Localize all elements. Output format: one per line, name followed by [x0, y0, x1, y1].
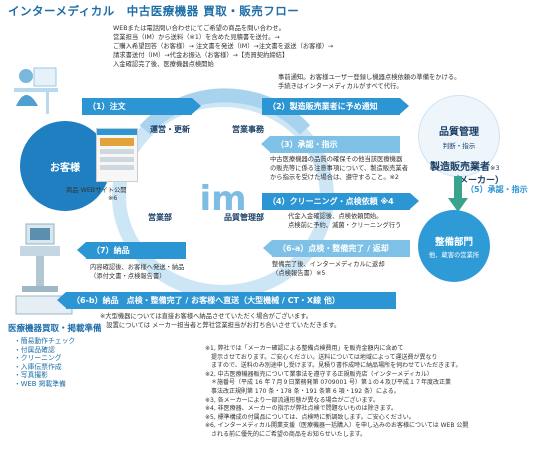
list-item: 入庫伝票作成 — [14, 363, 102, 372]
list-item: 簡易動作チェック — [14, 337, 102, 346]
ring-label-sales: 営業部 — [148, 213, 172, 222]
down-arrow-icon — [448, 176, 468, 212]
step-7-delivery: （7）納品 — [77, 242, 186, 259]
step-6a-return: （6-a）点検・整備完了 / 返却 — [263, 240, 410, 257]
step-4-cleaning-request: （4）クリーニング・点検依頼 ※4 — [262, 193, 419, 210]
purchase-prep-title: 医療機器買取・掲載準備 — [8, 324, 102, 334]
cleaning-note: 代金入金確認後、点検依頼開始。 点検前に予約、滅菌・クリーニング行う — [288, 213, 402, 229]
list-item: WEB 掲載準備 — [14, 380, 102, 389]
purchase-prep: 医療機器買取・掲載準備 簡易動作チェック 付属品確認 クリーニング 入庫伝票作成… — [8, 322, 102, 388]
step-1-order: （1）注文 — [82, 98, 201, 115]
footnotes: ※1, 弊社では「メーカー確認による整備点検費用」を販売金額内に含めて 提示させ… — [205, 345, 469, 438]
report-note: 整備完了後、インターメディカルに返却 （点検報告書）※5 — [272, 261, 385, 277]
delivery-note: 内容確認後、お客様へ発送・納品 （添付文書・点検報告書） — [90, 264, 185, 280]
doctor-illustration — [14, 67, 58, 114]
manufacturer-node: 製造販売業者※3 （メーカー） — [430, 162, 505, 186]
customer-node: お客様 — [20, 121, 110, 211]
step-6b-direct-delivery: （6-b）納品 点検・整備完了 / お客様へ直送（大型機械 / CT・X線 他） — [57, 292, 396, 309]
maintenance-dept-node: 整備部門 他、蔵害の営業所 — [418, 210, 490, 282]
step-2-notify-manufacturer: （2）製造販売業者に予め通知 — [262, 98, 409, 115]
ring-label-quality: 品質管理部 — [224, 213, 264, 222]
list-item: クリーニング — [14, 354, 102, 363]
step-3-approval: （3）承認・指示 — [261, 136, 400, 153]
page-title: インターメディカル 中古医療機器 買取・販売フロー — [8, 4, 300, 18]
website-thumbnail — [96, 128, 138, 182]
direct-delivery-note: ※大型機器については直接お客様へ納品させていただく場合がございます。 設置につい… — [100, 313, 341, 329]
list-item: 写真撮影 — [14, 371, 102, 380]
order-process-note: WEBまたは電話問い合わせにてご希望の商品を問い合わせ。 営業担当（IM）から送… — [113, 25, 334, 68]
ring-label-affairs: 営業事務 — [232, 125, 264, 134]
quality-management-node: 品質管理 判断・指示 — [418, 95, 500, 177]
ring-label-update: 運営・更新 — [150, 125, 190, 134]
website-publish-label: 商品 WEBサイト公開 — [66, 187, 127, 194]
purchase-prep-list: 簡易動作チェック 付属品確認 クリーニング 入庫伝票作成 写真撮影 WEB 掲載… — [8, 337, 102, 388]
im-logo: im — [199, 179, 246, 219]
inspection-request-note: 事前通知。お客様ユーザー登録し機器点検依頼の準備をかける。 手続きはインターメデ… — [278, 74, 461, 90]
list-item: 付属品確認 — [14, 346, 102, 355]
website-publish-ref: ※6 — [108, 195, 118, 202]
approval-note: 中古医療機器の品質の確保その他当該医療機器 の販売等に係る注意事項について、製造… — [270, 156, 409, 181]
step-5-approval: （5）承認・指示 — [466, 185, 528, 194]
